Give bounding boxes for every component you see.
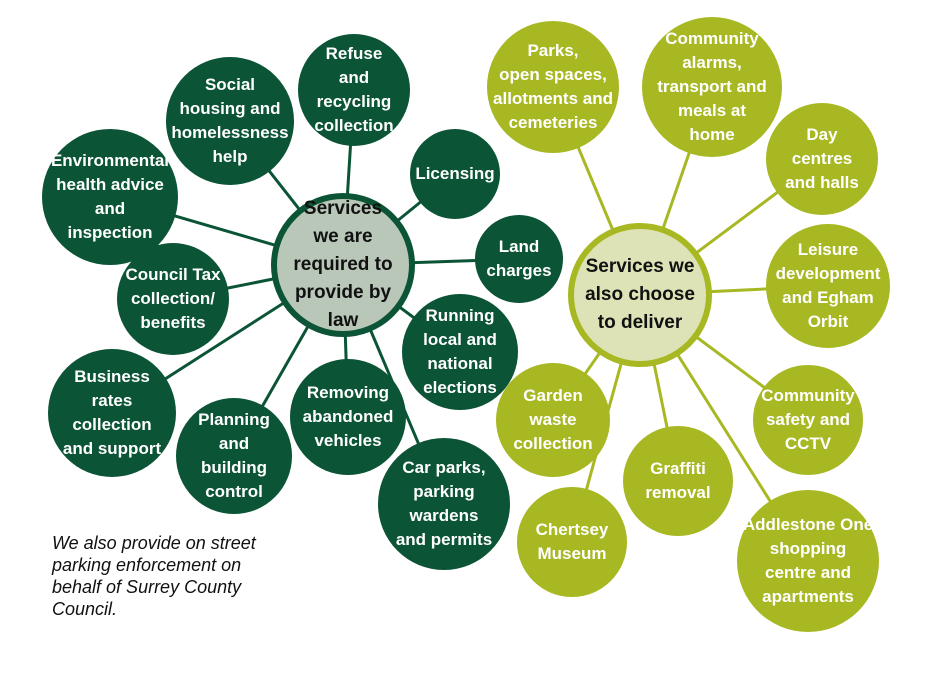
node-community-safety: Community safety and CCTV xyxy=(753,365,863,475)
hub-label: Services we are required to provide by l… xyxy=(293,198,393,331)
node-label: Environmental health advice and inspecti… xyxy=(50,151,170,242)
node-label: Land charges xyxy=(486,237,552,280)
node-social-housing: Social housing and homelessness help xyxy=(166,57,294,185)
node-day-centres: Day centres and halls xyxy=(766,103,878,215)
node-label: Removing abandoned vehicles xyxy=(302,383,394,450)
node-planning: Planning and building control xyxy=(176,398,292,514)
node-community-alarms: Community alarms, transport and meals at… xyxy=(642,17,782,157)
node-label: Licensing xyxy=(415,164,495,183)
hub-optional-services: Services we also choose to deliver xyxy=(568,223,712,367)
node-label: Parks, open spaces, allotments and cemet… xyxy=(493,41,613,132)
node-label: Graffiti removal xyxy=(645,459,711,502)
node-label: Leisure development and Egham Orbit xyxy=(775,240,881,331)
node-council-tax: Council Tax collection/ benefits xyxy=(117,243,229,355)
node-graffiti: Graffiti removal xyxy=(623,426,733,536)
node-label: Council Tax collection/ benefits xyxy=(125,265,221,332)
node-environmental-health: Environmental health advice and inspecti… xyxy=(42,129,178,265)
node-label: Business rates collection and support xyxy=(62,367,162,458)
hub-required-services: Services we are required to provide by l… xyxy=(271,193,415,337)
node-abandoned-vehicles: Removing abandoned vehicles xyxy=(290,359,406,475)
footnote: We also provide on street parking enforc… xyxy=(52,533,256,619)
node-label: Running local and national elections xyxy=(423,306,497,397)
node-business-rates: Business rates collection and support xyxy=(48,349,176,477)
node-chertsey-museum: Chertsey Museum xyxy=(517,487,627,597)
node-car-parks: Car parks, parking wardens and permits xyxy=(378,438,510,570)
node-label: Planning and building control xyxy=(198,410,270,501)
node-label: Day centres and halls xyxy=(785,125,859,192)
node-addlestone-one: Addlestone One shopping centre and apart… xyxy=(737,490,879,632)
node-label: Community safety and CCTV xyxy=(761,386,855,453)
node-label: Refuse and recycling collection xyxy=(314,44,394,135)
node-label: Community alarms, transport and meals at… xyxy=(657,29,767,144)
node-refuse-recycling: Refuse and recycling collection xyxy=(298,34,410,146)
hub-label: Services we also choose to deliver xyxy=(585,256,695,333)
node-elections: Running local and national elections xyxy=(402,294,518,410)
node-garden-waste: Garden waste collection xyxy=(496,363,610,477)
node-label: Social housing and homelessness help xyxy=(171,75,289,166)
node-label: Chertsey Museum xyxy=(535,520,609,563)
node-licensing: Licensing xyxy=(410,129,500,219)
node-land-charges: Land charges xyxy=(475,215,563,303)
node-leisure: Leisure development and Egham Orbit xyxy=(766,224,890,348)
node-label: Addlestone One shopping centre and apart… xyxy=(742,515,874,606)
node-label: Garden waste collection xyxy=(513,386,593,453)
node-label: Car parks, parking wardens and permits xyxy=(395,458,493,549)
node-parks: Parks, open spaces, allotments and cemet… xyxy=(487,21,619,153)
